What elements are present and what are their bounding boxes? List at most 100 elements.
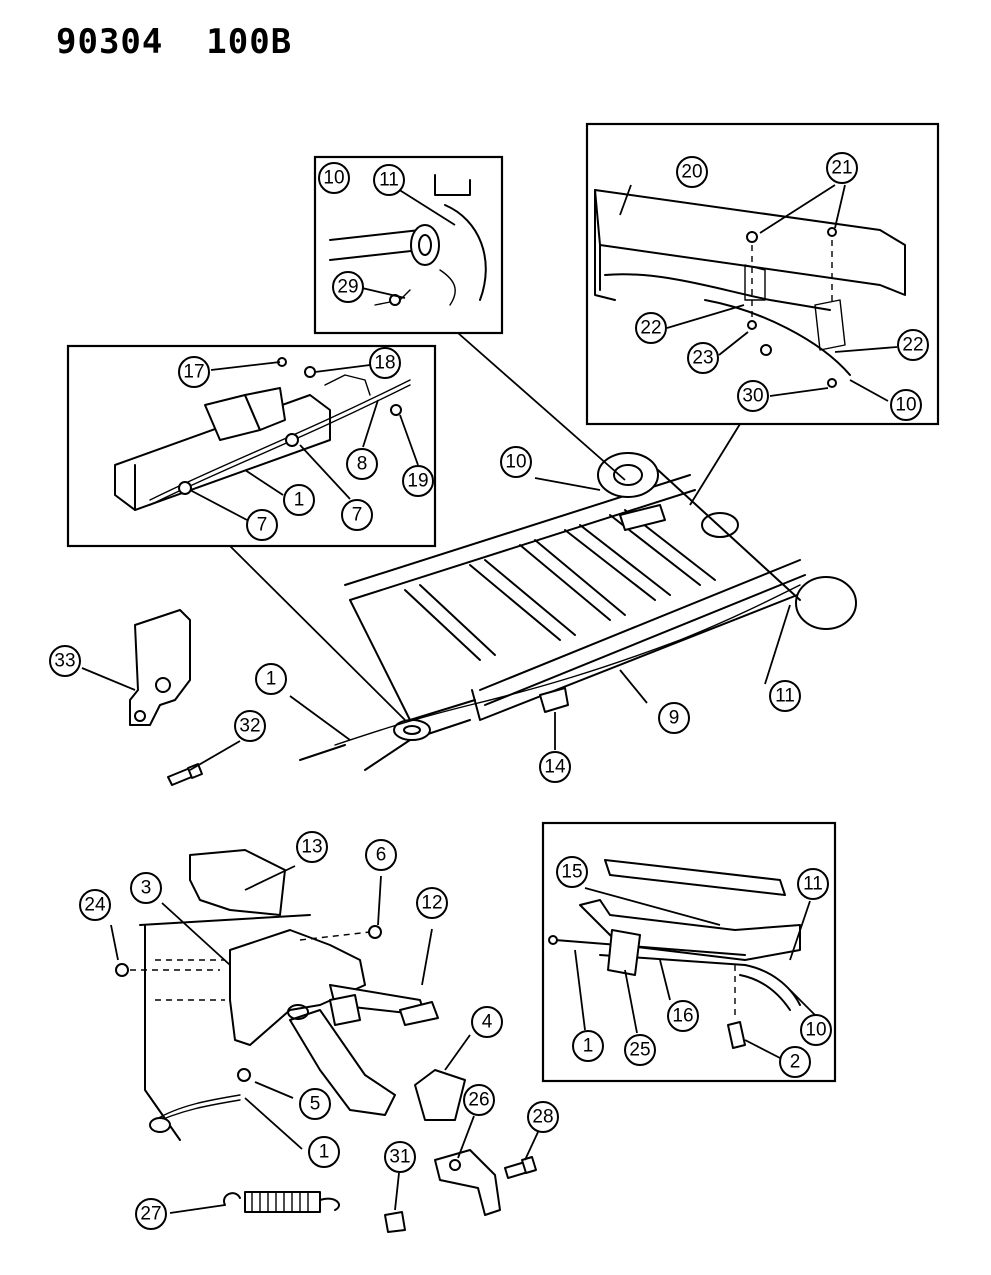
svg-text:30: 30 <box>742 386 763 407</box>
svg-text:27: 27 <box>140 1204 161 1225</box>
callout-leaders <box>81 183 898 1214</box>
svg-text:25: 25 <box>629 1040 650 1061</box>
callout-13: 13 <box>296 831 328 863</box>
svg-text:7: 7 <box>352 505 363 526</box>
svg-text:19: 19 <box>407 471 428 492</box>
callout-14: 14 <box>539 751 571 783</box>
front-cable-guide-drawing <box>114 357 411 511</box>
vehicle-frame-drawing <box>299 452 857 771</box>
bracket-33-drawing <box>129 609 191 726</box>
callout-12: 12 <box>416 887 448 919</box>
svg-text:2: 2 <box>790 1052 801 1073</box>
callout-16: 16 <box>667 1000 699 1032</box>
svg-text:10: 10 <box>505 452 526 473</box>
svg-text:15: 15 <box>561 862 582 883</box>
callout-5: 5 <box>299 1088 331 1120</box>
callout-22-right: 22 <box>897 329 929 361</box>
callout-10-top: 10 <box>318 162 350 194</box>
callout-10-frame: 10 <box>500 446 532 478</box>
callouts: 10 11 29 20 21 22 23 22 30 10 17 18 8 19… <box>49 152 929 1230</box>
bolt-28-drawing <box>504 1156 537 1179</box>
svg-text:1: 1 <box>583 1036 594 1057</box>
callout-3: 3 <box>130 872 162 904</box>
callout-10-inset: 10 <box>800 1014 832 1046</box>
svg-text:8: 8 <box>357 454 368 475</box>
svg-text:11: 11 <box>379 170 399 191</box>
callout-26: 26 <box>463 1084 495 1116</box>
svg-text:20: 20 <box>681 162 702 183</box>
callout-9: 9 <box>658 702 690 734</box>
callout-33: 33 <box>49 645 81 677</box>
svg-text:1: 1 <box>266 669 277 690</box>
svg-text:17: 17 <box>183 362 204 383</box>
svg-text:32: 32 <box>239 716 260 737</box>
callout-17: 17 <box>178 356 210 388</box>
callout-2: 2 <box>779 1046 811 1078</box>
callout-1-left-inset: 1 <box>283 484 315 516</box>
rear-cable-bracket-drawing <box>594 189 906 388</box>
callout-21: 21 <box>826 152 858 184</box>
callout-11-top: 11 <box>373 164 405 196</box>
svg-text:33: 33 <box>54 651 75 672</box>
svg-text:22: 22 <box>902 335 923 356</box>
svg-text:10: 10 <box>323 168 344 189</box>
svg-text:9: 9 <box>669 708 680 729</box>
callout-31: 31 <box>384 1141 416 1173</box>
callout-10-inset-right: 10 <box>890 389 922 421</box>
svg-text:7: 7 <box>257 515 268 536</box>
callout-29: 29 <box>332 271 364 303</box>
svg-text:29: 29 <box>337 277 358 298</box>
callout-1-frame: 1 <box>255 663 287 695</box>
callout-4: 4 <box>471 1006 503 1038</box>
cable-connector-drawing <box>548 859 801 1049</box>
callout-19: 19 <box>402 465 434 497</box>
svg-text:12: 12 <box>421 893 442 914</box>
return-spring-27-drawing <box>223 1191 340 1213</box>
svg-text:11: 11 <box>775 686 795 707</box>
svg-text:28: 28 <box>532 1107 553 1128</box>
svg-text:16: 16 <box>672 1006 693 1027</box>
svg-text:26: 26 <box>468 1090 489 1111</box>
callout-11-inset: 11 <box>797 868 829 900</box>
svg-text:18: 18 <box>374 353 395 374</box>
svg-text:23: 23 <box>692 348 713 369</box>
callout-11-frame: 11 <box>769 680 801 712</box>
parking-brake-pedal-assembly-drawing <box>115 849 466 1141</box>
svg-text:21: 21 <box>831 158 852 179</box>
diagram-title: 90304 100B <box>56 22 293 62</box>
callout-8: 8 <box>346 448 378 480</box>
callout-15: 15 <box>556 856 588 888</box>
svg-text:3: 3 <box>141 878 152 899</box>
svg-text:5: 5 <box>310 1094 321 1115</box>
callout-18: 18 <box>369 347 401 379</box>
callout-22-left: 22 <box>635 312 667 344</box>
svg-text:13: 13 <box>301 837 322 858</box>
callout-6: 6 <box>365 839 397 871</box>
bracket-26-drawing <box>434 1149 501 1216</box>
callout-28: 28 <box>527 1101 559 1133</box>
svg-text:14: 14 <box>544 757 566 778</box>
svg-text:10: 10 <box>895 395 916 416</box>
svg-text:22: 22 <box>640 318 661 339</box>
callout-1-inset: 1 <box>572 1030 604 1062</box>
callout-7-a: 7 <box>246 509 278 541</box>
svg-text:10: 10 <box>805 1020 826 1041</box>
svg-text:1: 1 <box>319 1142 330 1163</box>
callout-1-pedal: 1 <box>308 1136 340 1168</box>
bolt-32-drawing <box>167 763 203 786</box>
clip-31-drawing <box>384 1211 406 1233</box>
svg-text:31: 31 <box>389 1147 410 1168</box>
svg-text:24: 24 <box>84 895 106 916</box>
inset-connector-lines <box>229 332 741 721</box>
callout-23: 23 <box>687 342 719 374</box>
callout-32: 32 <box>234 710 266 742</box>
callout-24: 24 <box>79 889 111 921</box>
rear-axle-detail-drawing <box>329 174 487 306</box>
svg-text:11: 11 <box>803 874 823 895</box>
svg-text:4: 4 <box>482 1012 493 1033</box>
callout-20: 20 <box>676 156 708 188</box>
callout-7-b: 7 <box>341 499 373 531</box>
svg-text:1: 1 <box>294 490 305 511</box>
callout-27: 27 <box>135 1198 167 1230</box>
